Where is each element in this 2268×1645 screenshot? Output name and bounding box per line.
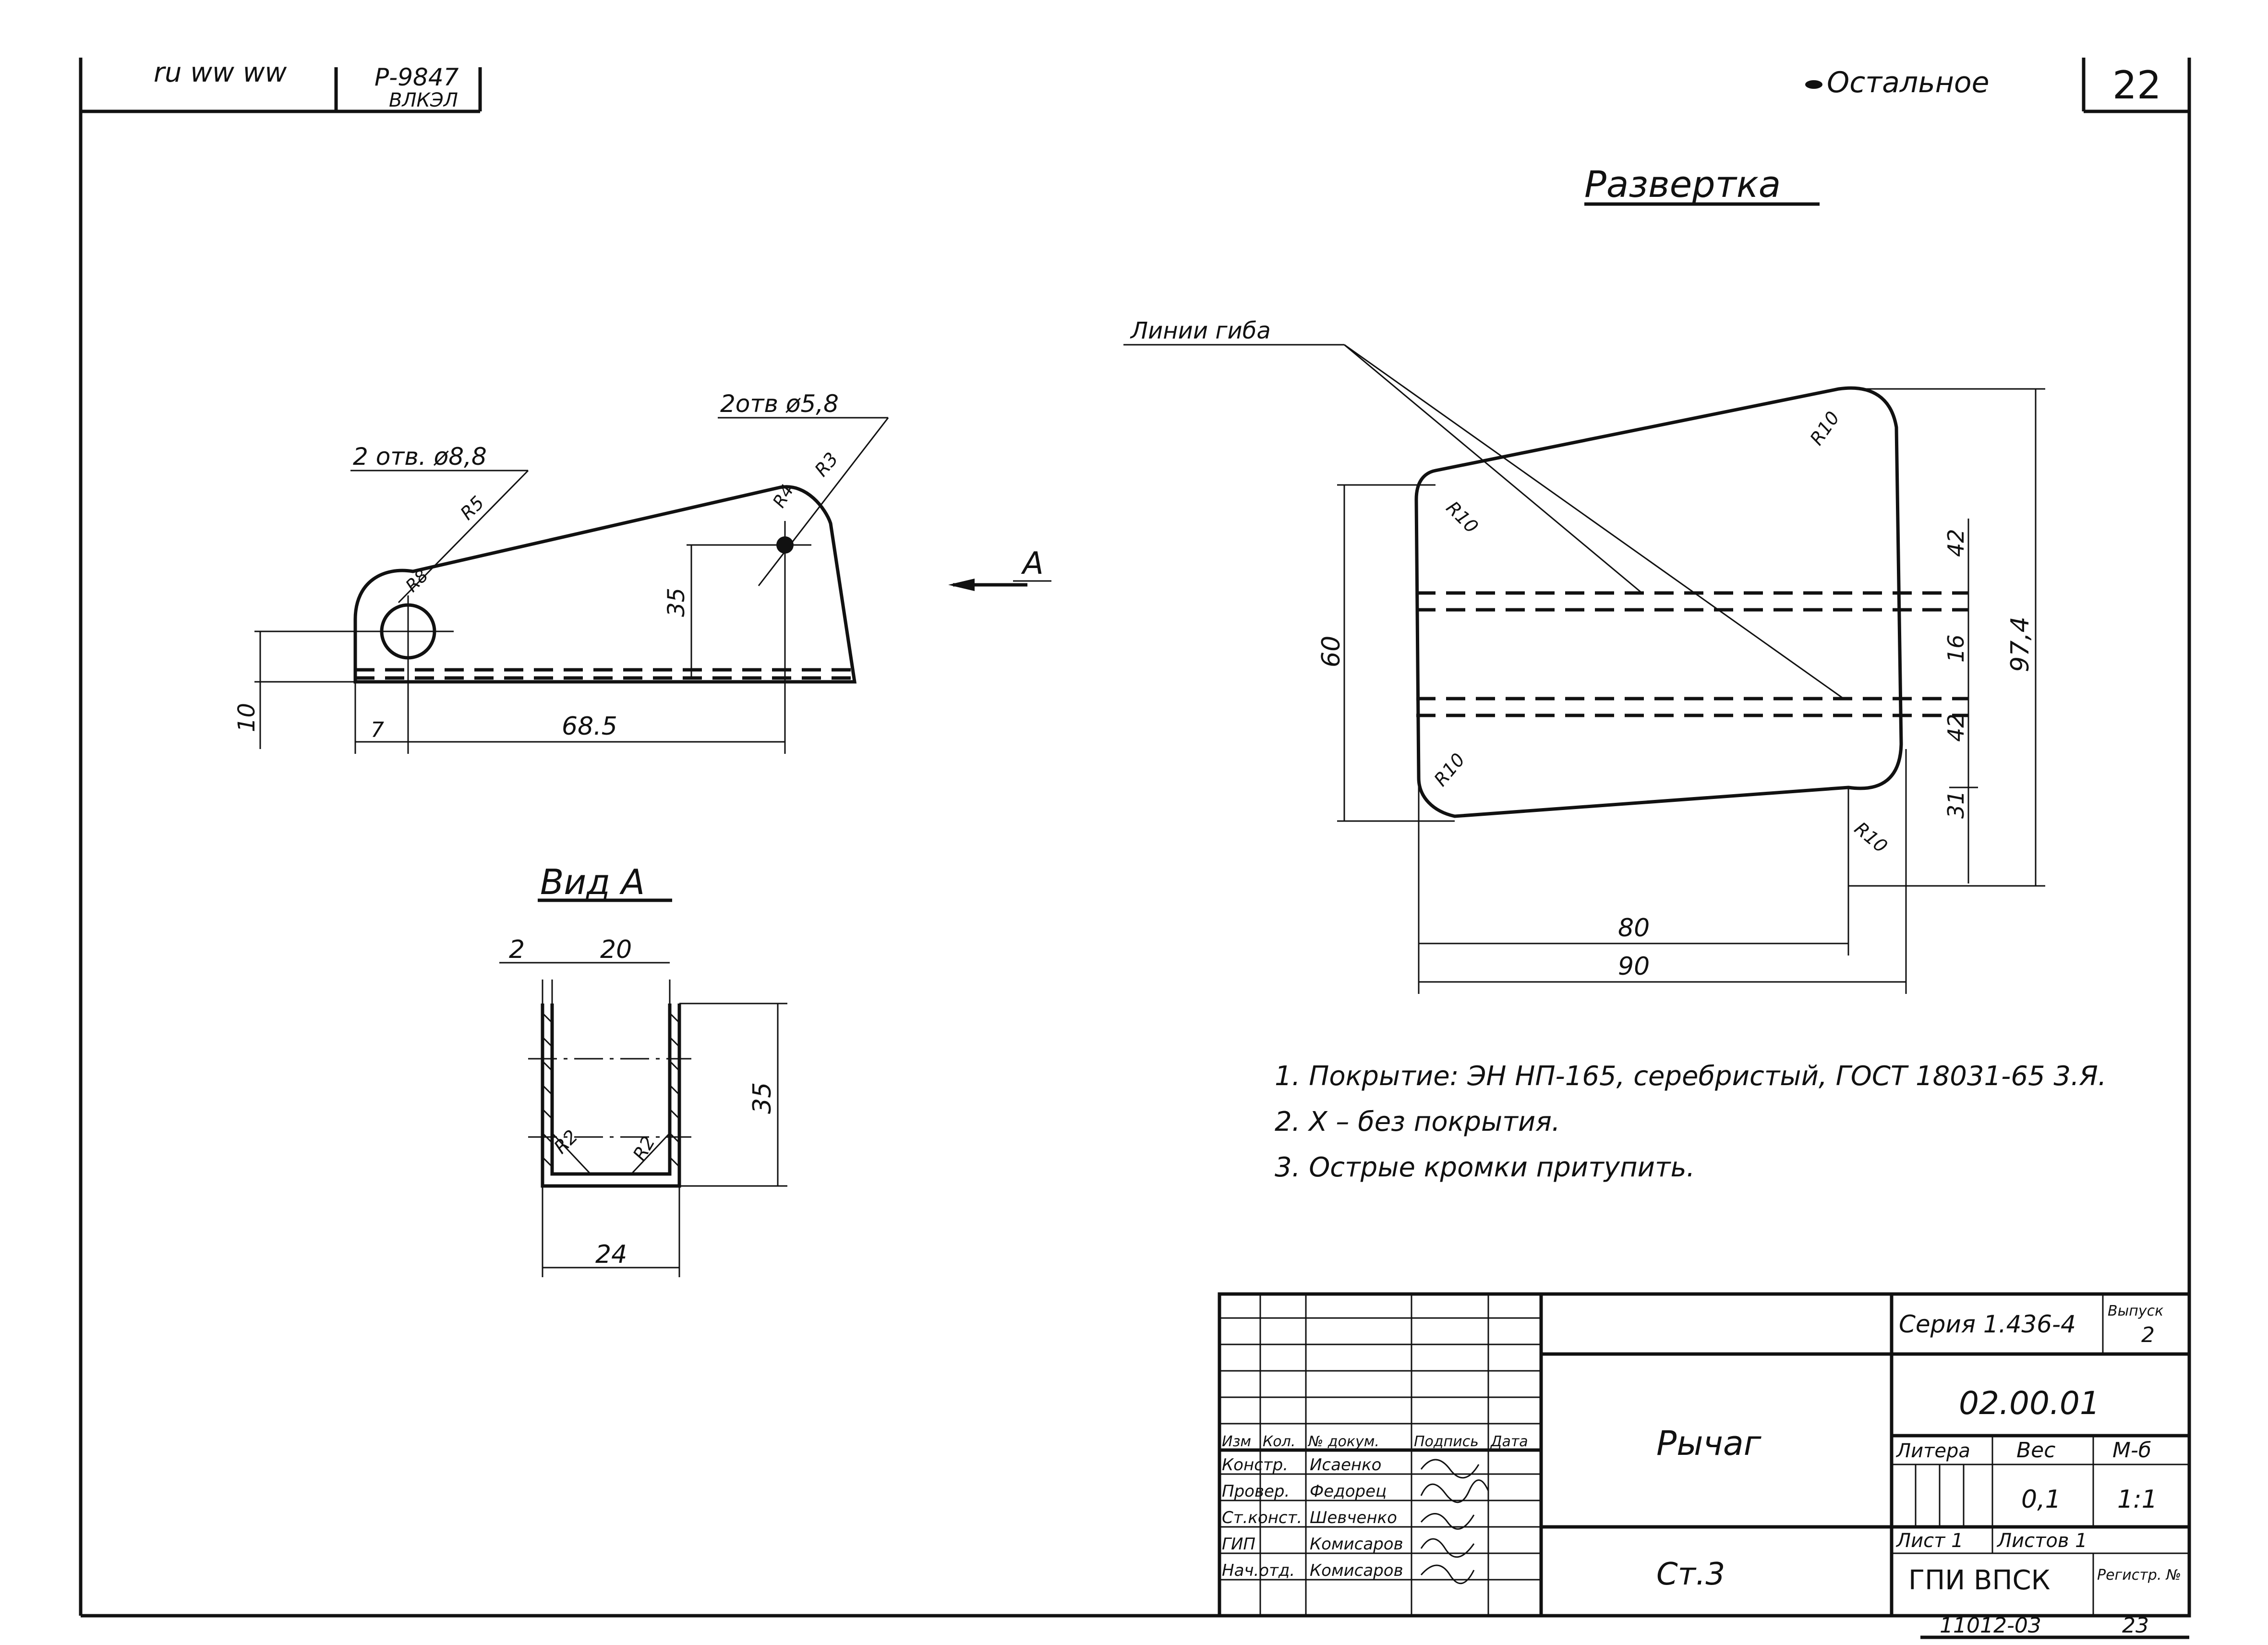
corner-label: Регистр. № xyxy=(2097,1567,2181,1584)
organization: ГПИ ВПСК xyxy=(1908,1565,2050,1596)
radius-r5-side: R5 xyxy=(456,492,488,524)
header: ru ww ww Р-9847 ВЛКЭЛ Остальное 22 xyxy=(154,57,2161,111)
header-code-a: ru ww ww xyxy=(154,57,287,88)
staff-name-1: Исаенко xyxy=(1310,1455,1381,1475)
staff-header-change: Изм xyxy=(1222,1433,1251,1450)
flat-pattern-outline xyxy=(1414,386,1903,818)
radius-bl-dev: R10 xyxy=(1430,749,1469,790)
dim-60-dev: 60 xyxy=(1317,636,1346,667)
dim-24-view-a: 24 xyxy=(595,1240,627,1269)
part-name: Рычаг xyxy=(1656,1424,1762,1463)
signature-4 xyxy=(1420,1538,1475,1558)
scale-value: 1:1 xyxy=(2117,1485,2158,1514)
view-direction-label: А xyxy=(1021,546,1044,581)
staff-header-sign: Подпись xyxy=(1414,1433,1479,1450)
note-3: 3. Острые кромки притупить. xyxy=(1275,1152,1695,1183)
signature-3 xyxy=(1420,1513,1475,1530)
dim-31-dev: 31 xyxy=(1943,790,1969,819)
footer-number: 11012-03 xyxy=(1940,1613,2041,1638)
title-block-text: Серия 1.436-4 Выпуск 2 02.00.01 Рычаг Ст… xyxy=(1222,1303,2181,1638)
staff-role-1: Констр. xyxy=(1222,1455,1288,1475)
header-code-c: ВЛКЭЛ xyxy=(389,89,458,111)
dim-16-dev: 16 xyxy=(1943,634,1969,663)
dim-35-view-a: 35 xyxy=(748,1082,777,1114)
signature-2 xyxy=(1420,1479,1489,1503)
header-code-b: Р-9847 xyxy=(374,63,459,91)
view-a-title: Вид А xyxy=(540,862,645,902)
dim-7-side: 7 xyxy=(371,718,384,742)
note-2: 2. Х – без покрытия. xyxy=(1275,1106,1560,1137)
staff-role-2: Провер. xyxy=(1222,1482,1290,1501)
dim-42-top-dev: 42 xyxy=(1943,529,1969,557)
drawing-number: 02.00.01 xyxy=(1959,1385,2100,1422)
mass-value: 0,1 xyxy=(2021,1485,2061,1514)
radius-br-dev: R10 xyxy=(1850,818,1892,857)
bend-lines-label: Линии гиба xyxy=(1130,317,1271,344)
rest-marker-icon xyxy=(1805,80,1822,89)
material: Ст.3 xyxy=(1656,1557,1725,1592)
dim-35-side: 35 xyxy=(663,588,690,617)
signature-1 xyxy=(1420,1459,1480,1479)
dim-97-4-dev: 97,4 xyxy=(2006,617,2035,672)
staff-name-5: Комисаров xyxy=(1310,1561,1403,1580)
staff-name-3: Шевченко xyxy=(1310,1508,1397,1527)
header-sheet-corner: 22 xyxy=(2112,63,2161,108)
footer-sheet: 23 xyxy=(2122,1613,2149,1638)
dim-2-view-a: 2 xyxy=(509,935,525,964)
hole-callout-left: 2 отв. ø8,8 xyxy=(353,443,487,471)
channel-outline xyxy=(541,1004,681,1188)
staff-header-doc: № докум. xyxy=(1307,1433,1379,1450)
view-a-labels: Вид А 2 20 35 24 R2 R2 xyxy=(509,862,777,1269)
development-view xyxy=(1123,202,2045,994)
staff-header-qty: Кол. xyxy=(1263,1433,1295,1450)
dim-90-dev: 90 xyxy=(1618,952,1650,981)
staff-role-3: Ст.конст. xyxy=(1222,1508,1302,1527)
staff-name-4: Комисаров xyxy=(1310,1535,1403,1554)
view-a xyxy=(499,898,787,1277)
dim-80-dev: 80 xyxy=(1618,914,1650,943)
development-labels: Развертка Линии гиба 60 97,4 42 16 42 31… xyxy=(1130,163,2035,981)
header-rest-label: Остальное xyxy=(1827,66,1990,99)
staff-header-date: Дата xyxy=(1490,1433,1528,1450)
series-label: Серия 1.436-4 xyxy=(1899,1310,2076,1338)
staff-name-2: Федорец xyxy=(1310,1482,1387,1501)
side-view xyxy=(254,417,1051,754)
dim-10-side: 10 xyxy=(233,703,260,732)
letter-label: Литера xyxy=(1895,1440,1970,1462)
signature-5 xyxy=(1420,1564,1475,1585)
lever-outline xyxy=(353,485,857,684)
dim-68-5-side: 68.5 xyxy=(562,712,617,741)
sheets-label: Листов 1 xyxy=(1996,1530,2087,1552)
notes: 1. Покрытие: ЭН НП-165, серебристый, ГОС… xyxy=(1275,1061,2107,1183)
sheet-label: Лист 1 xyxy=(1895,1530,1964,1552)
issue-label: Выпуск xyxy=(2108,1303,2163,1319)
hole-callout-right: 2отв ø5,8 xyxy=(720,390,839,418)
radius-tl-dev: R10 xyxy=(1442,497,1483,537)
staff-role-4: ГИП xyxy=(1222,1535,1255,1554)
mass-label: Вес xyxy=(2016,1438,2055,1463)
radius-left-view-a: R2 xyxy=(550,1125,582,1158)
development-title: Развертка xyxy=(1584,163,1781,206)
radius-tr-dev: R10 xyxy=(1806,408,1844,449)
dim-20-view-a: 20 xyxy=(600,935,632,964)
dim-42-bottom-dev: 42 xyxy=(1943,714,1969,742)
staff-role-5: Нач.отд. xyxy=(1222,1561,1295,1580)
radius-r3-side: R3 xyxy=(810,448,842,481)
issue-value: 2 xyxy=(2141,1323,2155,1347)
note-1: 1. Покрытие: ЭН НП-165, серебристый, ГОС… xyxy=(1275,1061,2107,1092)
scale-label: М-б xyxy=(2112,1438,2151,1463)
title-block xyxy=(1218,1292,2191,1639)
side-view-labels: 2 отв. ø8,8 2отв ø5,8 35 10 7 68.5 R5 R3… xyxy=(233,390,1044,742)
